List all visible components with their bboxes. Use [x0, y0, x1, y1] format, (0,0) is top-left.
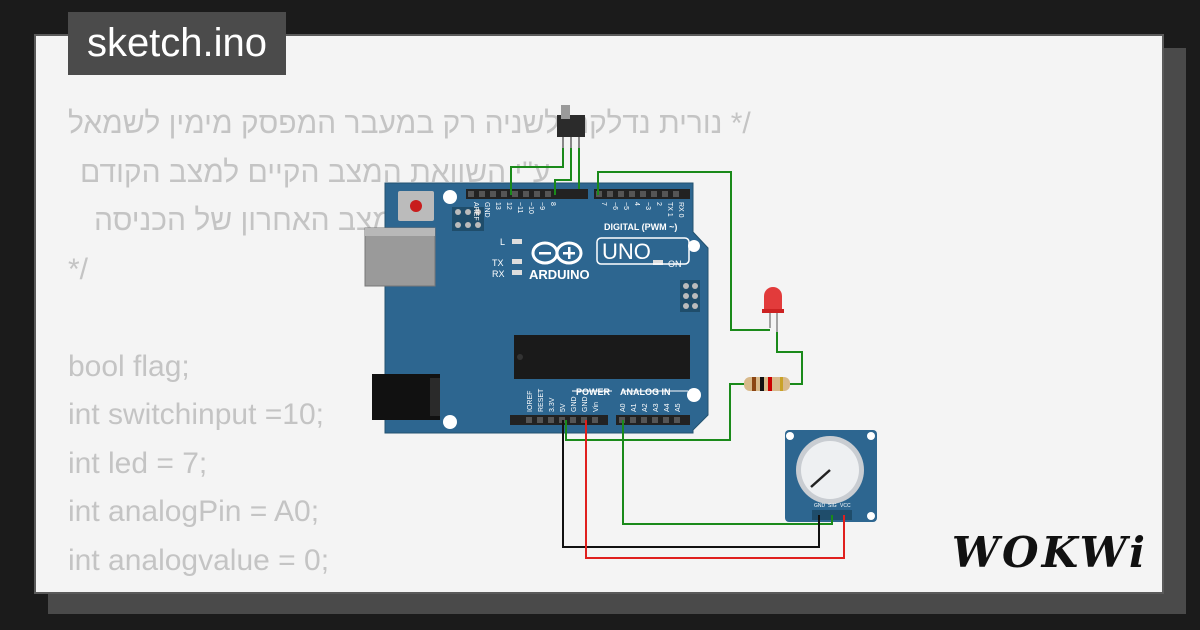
top-pin-label: 7	[600, 202, 607, 206]
top-pin-label: 13	[494, 202, 501, 210]
led-label-rx: RX	[492, 269, 505, 279]
wire-pot-signal	[622, 420, 833, 525]
analog-pin-label: A1	[631, 403, 638, 412]
top-pin-label: 8	[549, 202, 556, 206]
file-name-label: sketch.ino	[86, 21, 268, 65]
header-pin	[468, 191, 474, 197]
board-brand: ARDUINO	[529, 267, 590, 282]
analog-pin-label: A5	[675, 403, 682, 412]
analog-header-label: ANALOG IN	[620, 387, 671, 397]
power-pin-label: GND	[582, 396, 589, 412]
power-pin-label: GND	[571, 396, 578, 412]
pot-pin-gnd: GND	[814, 503, 826, 509]
atmega-chip	[514, 335, 690, 379]
top-pin-label: ~3	[644, 202, 651, 210]
board-model: UNO	[602, 239, 651, 264]
header-pin	[545, 191, 551, 197]
code-line: מצב האחרון של הכניסה	[94, 204, 393, 237]
top-pin-label: TX 1	[666, 202, 673, 217]
wire-led-resistor	[776, 332, 803, 385]
header-pin	[673, 191, 679, 197]
wokwi-logo: WOKWi	[951, 528, 1148, 577]
header-pin	[607, 191, 613, 197]
header-pin	[618, 191, 624, 197]
top-pin-label: ~11	[516, 202, 523, 213]
code-line: int led = 7;	[68, 446, 208, 480]
wire-switch-gnd	[510, 148, 564, 195]
led-rx	[512, 270, 522, 275]
header-pin	[548, 417, 554, 423]
header-pin	[537, 417, 543, 423]
code-line: int analogvalue = 0;	[68, 543, 330, 577]
header-pin	[640, 191, 646, 197]
header-pin	[663, 417, 669, 423]
header-pin	[629, 191, 635, 197]
power-pin-label: RESET	[538, 388, 545, 412]
usb-port	[364, 227, 436, 287]
led-on	[653, 260, 663, 265]
header-pin	[479, 191, 485, 197]
header-pin	[512, 191, 518, 197]
header-pin	[490, 191, 496, 197]
header-pin	[630, 417, 636, 423]
wire-pot-gnd	[562, 420, 820, 548]
potentiometer[interactable]: GND SIG VCC	[785, 430, 877, 522]
analog-pin-label: A4	[664, 403, 671, 412]
file-name-tab[interactable]: sketch.ino	[68, 12, 286, 75]
top-pin-label: ~6	[611, 202, 618, 210]
top-pin-label: GND	[483, 202, 490, 218]
wire-led-pin7	[597, 171, 770, 331]
analog-pin-label: A0	[620, 403, 627, 412]
red-led[interactable]	[762, 287, 784, 332]
power-pin-label: IOREF	[527, 391, 534, 412]
header-pin	[523, 191, 529, 197]
power-pin-label: 5V	[560, 403, 567, 412]
pot-pin-vcc: VCC	[840, 503, 851, 509]
power-pin-label: 3.3V	[549, 397, 556, 412]
arduino-uno-board[interactable]: L TX RX ON ARDUINO UNO DIGITAL (PWM ~) P…	[364, 182, 709, 434]
wire-resistor-gnd	[565, 383, 744, 441]
top-pin-label: ~10	[527, 202, 534, 214]
header-pin	[534, 191, 540, 197]
led-label-tx: TX	[492, 258, 504, 268]
digital-header-label: DIGITAL (PWM ~)	[604, 222, 677, 232]
header-pin	[570, 417, 576, 423]
header-pin	[674, 417, 680, 423]
pot-pin-sig: SIG	[828, 503, 837, 509]
header-pin	[652, 417, 658, 423]
arduino-infinity-logo	[531, 241, 583, 265]
power-header-label: POWER	[576, 387, 611, 397]
wire-switch-pin10	[554, 148, 572, 195]
top-pin-label: RX 0	[677, 202, 684, 218]
header-pin	[641, 417, 647, 423]
top-pin-label: ~9	[538, 202, 545, 210]
header-pin	[501, 191, 507, 197]
code-line: */	[68, 252, 89, 286]
header-pin	[662, 191, 668, 197]
led-tx	[512, 259, 522, 264]
analog-pin-label: A2	[642, 403, 649, 412]
header-pin	[592, 417, 598, 423]
led-l	[512, 239, 522, 244]
top-pin-label: ~5	[622, 202, 629, 210]
header-pin	[526, 417, 532, 423]
header-pin	[581, 417, 587, 423]
analog-pin-label: A3	[653, 403, 660, 412]
top-pin-label: 4	[633, 202, 640, 206]
power-jack	[372, 374, 440, 420]
slide-switch[interactable]	[557, 105, 585, 148]
led-label-l: L	[500, 237, 505, 247]
top-pin-label: AREF	[472, 202, 479, 221]
power-pin-label: Vin	[593, 402, 600, 412]
wires	[510, 148, 845, 559]
code-line: int analogPin = A0;	[68, 495, 320, 528]
top-pin-label: 2	[655, 202, 662, 206]
top-pin-label: 12	[505, 202, 512, 210]
code-line: int switchinput =10;	[68, 398, 324, 431]
header-pin	[651, 191, 657, 197]
wire-pot-vcc	[585, 420, 845, 559]
code-line: bool flag;	[68, 349, 190, 383]
